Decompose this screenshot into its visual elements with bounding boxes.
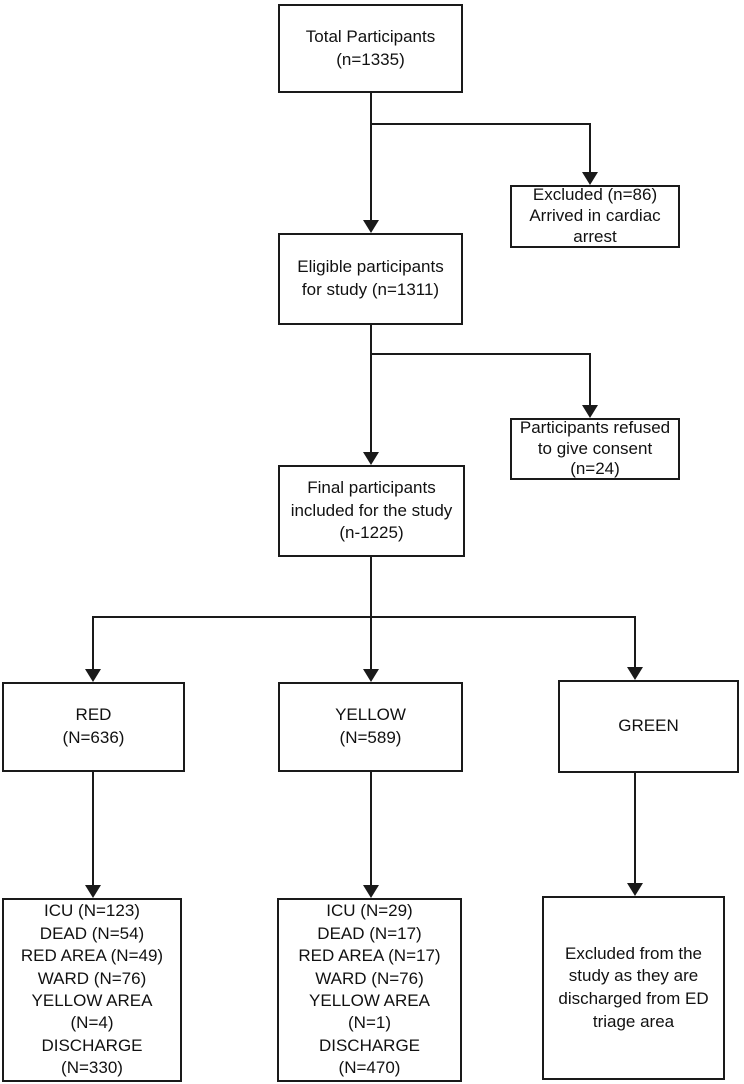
- connector-down-green: [634, 616, 636, 667]
- arrowhead-green-outcome: [627, 883, 643, 896]
- text-line: GREEN: [618, 716, 679, 736]
- text-line: included for the study: [290, 500, 453, 520]
- connector-down-refused: [589, 353, 591, 405]
- text-line: (N=470): [338, 1058, 401, 1078]
- text-line: DISCHARGE: [318, 1035, 421, 1055]
- text-line: Total Participants: [305, 26, 436, 46]
- text-line: Arrived in cardiac: [529, 206, 661, 226]
- box-red-outcomes: ICU (N=123)DEAD (N=54) RED AREA (N=49)WAR…: [2, 898, 182, 1082]
- text-line: DEAD (N=17): [317, 923, 422, 943]
- text-line: DISCHARGE: [41, 1035, 143, 1055]
- text-line: arrest: [573, 226, 617, 246]
- arrowhead-yellow-outcomes: [363, 885, 379, 898]
- text-line: Excluded from the: [564, 943, 702, 963]
- box-yellow-outcomes: ICU (N=29)DEAD (N=17) RED AREA (N=17)WARD…: [277, 898, 462, 1082]
- connector-down-red: [92, 616, 94, 669]
- text-line: discharged from ED: [558, 989, 709, 1008]
- text-line: Final participants: [307, 478, 436, 498]
- connector-eligible-to-final: [370, 325, 372, 452]
- connector-branch-refused: [371, 353, 591, 355]
- arrowhead-green: [627, 667, 643, 680]
- text-line: (N=330): [61, 1058, 123, 1078]
- box-eligible-participants: Eligible participants for study (n=1311): [278, 233, 463, 325]
- box-total-participants: Total Participants (n=1335): [278, 4, 463, 93]
- connector-split-bar: [92, 616, 636, 618]
- text-line: (n-1225): [339, 523, 404, 543]
- text-line: (n=1335): [336, 49, 405, 69]
- box-green-outcome: Excluded from the study as they are discha…: [542, 896, 725, 1080]
- text-line: WARD (N=76): [315, 968, 424, 988]
- box-red-triage: RED (N=636): [2, 682, 185, 772]
- arrowhead-red-outcomes: [85, 885, 101, 898]
- arrowhead-yellow: [363, 669, 379, 682]
- text-line: YELLOW: [335, 705, 406, 725]
- text-line: ICU (N=123): [44, 901, 140, 921]
- connector-total-to-eligible: [370, 93, 372, 221]
- text-line: (N=1): [348, 1013, 391, 1033]
- connector-down-yellow: [370, 616, 372, 669]
- text-line: RED AREA (N=17): [298, 946, 441, 966]
- arrowhead-red: [85, 669, 101, 682]
- text-line: ICU (N=29): [326, 901, 413, 921]
- text-line: WARD (N=76): [37, 968, 147, 988]
- connector-branch-excluded: [371, 123, 591, 125]
- text-line: YELLOW AREA: [31, 991, 153, 1010]
- text-line: (N=636): [62, 728, 125, 747]
- text-line: RED: [75, 705, 112, 725]
- connector-final-to-split: [370, 557, 372, 618]
- text-line: study as they are: [568, 966, 699, 986]
- text-line: triage area: [592, 1011, 675, 1031]
- arrowhead-excluded: [582, 172, 598, 185]
- box-green-triage: GREEN: [558, 680, 739, 773]
- connector-red-to-outcomes: [92, 772, 94, 885]
- box-yellow-triage: YELLOW (N=589): [278, 682, 463, 772]
- text-line: Eligible participants: [297, 257, 444, 277]
- text-line: (n=24): [570, 459, 620, 479]
- arrowhead-final: [363, 452, 379, 465]
- text-line: RED AREA (N=49): [20, 946, 164, 966]
- text-line: (N=589): [339, 728, 402, 747]
- text-line: to give consent: [537, 438, 653, 458]
- text-line: Excluded (n=86): [532, 185, 658, 205]
- connector-yellow-to-outcomes: [370, 772, 372, 885]
- arrowhead-eligible: [363, 220, 379, 233]
- text-line: (N=4): [70, 1013, 114, 1033]
- text-line: DEAD (N=54): [39, 923, 145, 943]
- connector-green-to-outcome: [634, 773, 636, 883]
- connector-down-excluded: [589, 123, 591, 172]
- text-line: YELLOW AREA: [309, 991, 430, 1010]
- text-line: for study (n=1311): [301, 280, 440, 299]
- arrowhead-refused: [582, 405, 598, 418]
- text-line: Participants refused: [519, 417, 671, 437]
